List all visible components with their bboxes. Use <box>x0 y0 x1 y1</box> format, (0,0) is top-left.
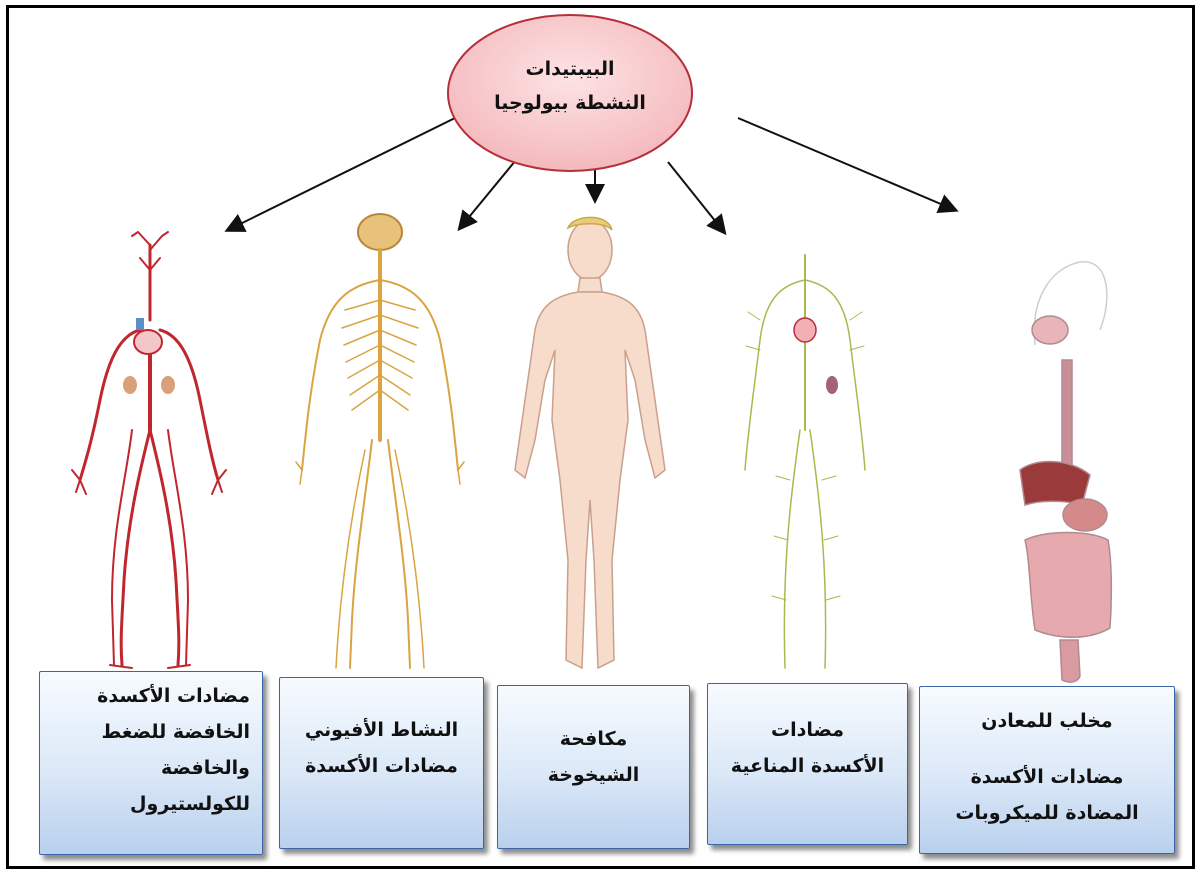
label-box-body: مكافحة الشيخوخة <box>497 685 690 849</box>
label-line: الأكسدة المناعية <box>718 748 897 784</box>
label-line: مضادات الأكسدة <box>50 678 250 714</box>
label-line: مكافحة <box>508 721 679 757</box>
digestive-system-figure <box>1020 262 1111 682</box>
label-line: الخافضة للضغط <box>50 714 250 750</box>
human-body-figure <box>515 217 665 668</box>
label-line: مخلب للمعادن <box>930 703 1164 739</box>
label-line: الشيخوخة <box>508 757 679 793</box>
arrow-to-lymphatic <box>668 162 724 232</box>
label-line: مضادات <box>718 712 897 748</box>
label-box-digestive: مخلب للمعادن مضادات الأكسدة المضادة للمي… <box>919 686 1175 854</box>
central-title-line1: البيبتيدات <box>450 52 690 86</box>
circulatory-system-figure <box>72 232 226 668</box>
label-box-nervous: النشاط الأفيوني مضادات الأكسدة <box>279 677 484 849</box>
label-line: مضادات الأكسدة <box>290 748 473 784</box>
label-line: للكولستيرول <box>50 786 250 822</box>
label-line: والخافضة <box>50 750 250 786</box>
label-box-lymphatic: مضادات الأكسدة المناعية <box>707 683 908 845</box>
arrow-to-circulatory <box>228 118 455 230</box>
label-box-circulatory: مضادات الأكسدة الخافضة للضغط والخافضة لل… <box>39 671 263 855</box>
line-gap <box>930 739 1164 759</box>
lymphatic-system-figure <box>745 255 865 668</box>
arrow-to-digestive <box>738 118 955 210</box>
nervous-system-figure <box>296 214 464 668</box>
label-line: مضادات الأكسدة <box>930 759 1164 795</box>
label-line: المضادة للميكروبات <box>930 795 1164 831</box>
label-line: النشاط الأفيوني <box>290 712 473 748</box>
central-title-line2: النشطة بيولوجيا <box>450 86 690 120</box>
central-ellipse-label: البيبتيدات النشطة بيولوجيا <box>450 52 690 120</box>
arrow-to-nervous <box>460 160 516 228</box>
